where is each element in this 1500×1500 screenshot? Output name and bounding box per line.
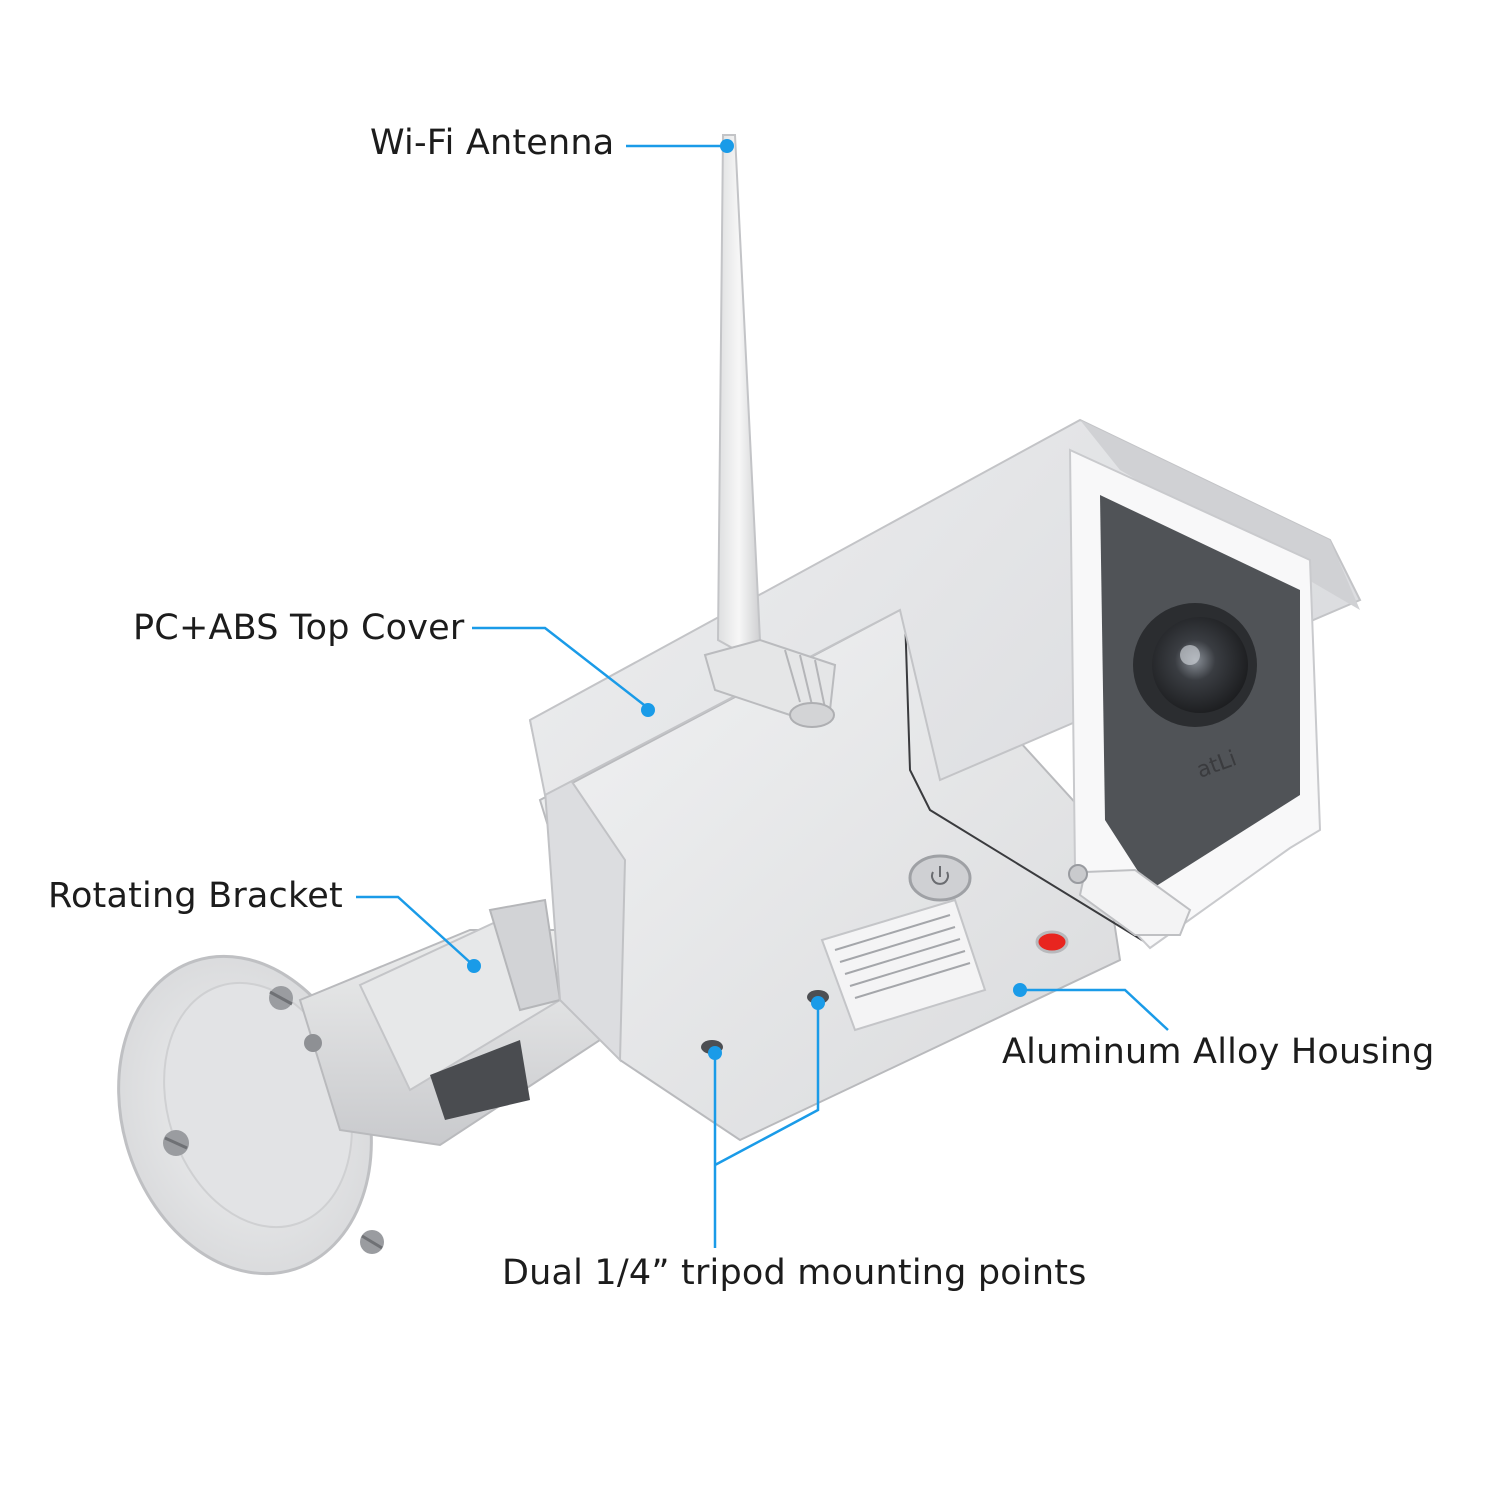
rotating-bracket: [298, 898, 602, 1147]
leader-tripod-points: [713, 1005, 820, 1248]
callout-top-cover: PC+ABS Top Cover: [133, 608, 465, 648]
power-icon: [908, 854, 972, 902]
wifi-antenna: [703, 134, 837, 728]
callout-leaders: [356, 144, 1169, 1248]
leader-top-cover: [472, 626, 649, 709]
card-slot-cover: [1078, 868, 1192, 936]
callout-rotating-bracket: Rotating Bracket: [48, 876, 343, 916]
camera-lens: [1152, 617, 1248, 713]
leader-rotating-bracket: [356, 895, 474, 966]
callout-dots: [467, 139, 1027, 1060]
screw-icon: [304, 1034, 322, 1052]
callout-housing: Aluminum Alloy Housing: [1002, 1032, 1435, 1072]
callout-wifi-antenna: Wi-Fi Antenna: [370, 123, 615, 163]
spec-label: [820, 898, 987, 1032]
leader-housing: [1020, 988, 1169, 1031]
camera-body: atLi: [528, 418, 1362, 1142]
led-icon: [1035, 930, 1069, 954]
callout-tripod-points: Dual 1/4” tripod mounting points: [502, 1253, 1087, 1293]
